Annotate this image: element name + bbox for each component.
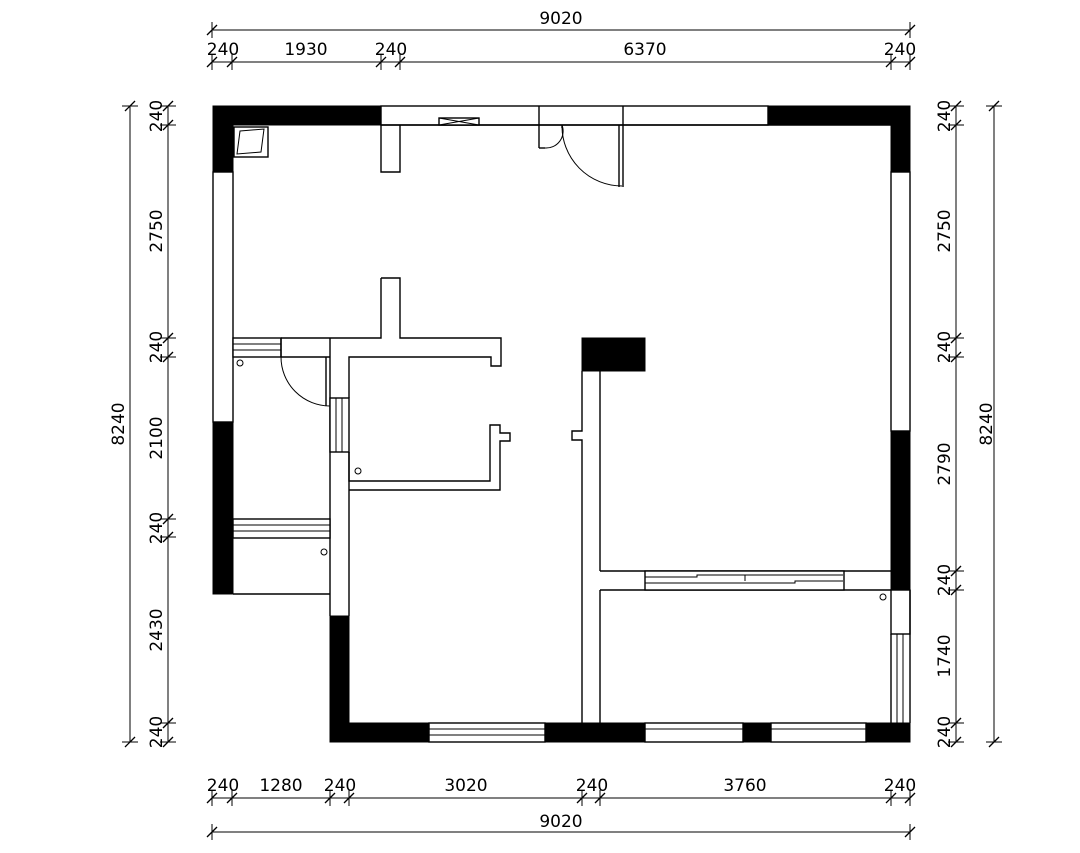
left-seg-2: 2750 xyxy=(147,209,167,252)
top-total-label: 9020 xyxy=(539,9,582,29)
sliding-door-frame xyxy=(329,397,350,453)
right-seg-2: 2750 xyxy=(935,209,955,252)
bottom-window-1 xyxy=(428,722,546,743)
right-wall-window xyxy=(890,171,911,432)
bottom-wall-seg-2 xyxy=(544,722,646,743)
right-wall-solid xyxy=(890,430,911,591)
left-seg-3: 240 xyxy=(147,331,167,363)
right-seg-3: 240 xyxy=(935,331,955,363)
bottom-seg-2: 1280 xyxy=(259,776,302,796)
partition-top xyxy=(232,337,282,358)
right-seg-4: 2790 xyxy=(935,442,955,485)
right-wall-lower xyxy=(890,589,911,635)
top-seg-2: 1930 xyxy=(284,40,327,60)
left-seg-4: 2100 xyxy=(147,416,167,459)
entry-door-swing xyxy=(561,124,623,187)
bottom-seg-6: 3760 xyxy=(723,776,766,796)
exterior-walls xyxy=(212,105,911,743)
top-right-corner-column xyxy=(890,105,911,173)
bottom-window-2 xyxy=(644,722,744,743)
bottom-wall-seg-1 xyxy=(329,722,430,743)
bottom-wall-right-column xyxy=(865,722,911,743)
top-seg-1: 240 xyxy=(207,40,239,60)
left-seg-6: 2430 xyxy=(147,608,167,651)
dimension-lines xyxy=(122,22,1002,840)
left-seg-1: 240 xyxy=(147,100,167,132)
bottom-total-label: 9020 xyxy=(539,812,582,832)
top-left-corner-column xyxy=(212,105,234,173)
central-column xyxy=(581,337,646,372)
dimension-labels: 9020 240 1930 240 6370 240 240 1280 240 … xyxy=(109,9,997,832)
bath-fixture xyxy=(233,126,269,158)
right-seg-7: 240 xyxy=(935,716,955,748)
right-seg-6: 1740 xyxy=(935,634,955,677)
bottom-seg-7: 240 xyxy=(884,776,916,796)
bottom-seg-5: 240 xyxy=(576,776,608,796)
partition-bottom xyxy=(232,518,331,539)
top-seg-5: 240 xyxy=(884,40,916,60)
top-wall-left xyxy=(212,105,382,126)
interior-walls xyxy=(232,106,891,723)
left-seg-5: 240 xyxy=(147,512,167,544)
right-seg-1: 240 xyxy=(935,100,955,132)
right-total-label: 8240 xyxy=(977,402,997,445)
top-seg-4: 6370 xyxy=(623,40,666,60)
right-seg-5: 240 xyxy=(935,564,955,596)
bottom-seg-3: 240 xyxy=(324,776,356,796)
top-wall-right xyxy=(767,105,911,126)
left-seg-7: 240 xyxy=(147,716,167,748)
top-seg-3: 240 xyxy=(375,40,407,60)
bottom-seg-1: 240 xyxy=(207,776,239,796)
left-wall-window xyxy=(212,171,234,423)
left-wall-solid xyxy=(212,421,234,595)
bath-door-swing xyxy=(280,356,331,407)
bottom-wall-seg-3 xyxy=(742,722,772,743)
bottom-window-3 xyxy=(770,722,867,743)
bottom-seg-4: 3020 xyxy=(444,776,487,796)
left-total-label: 8240 xyxy=(109,402,129,445)
